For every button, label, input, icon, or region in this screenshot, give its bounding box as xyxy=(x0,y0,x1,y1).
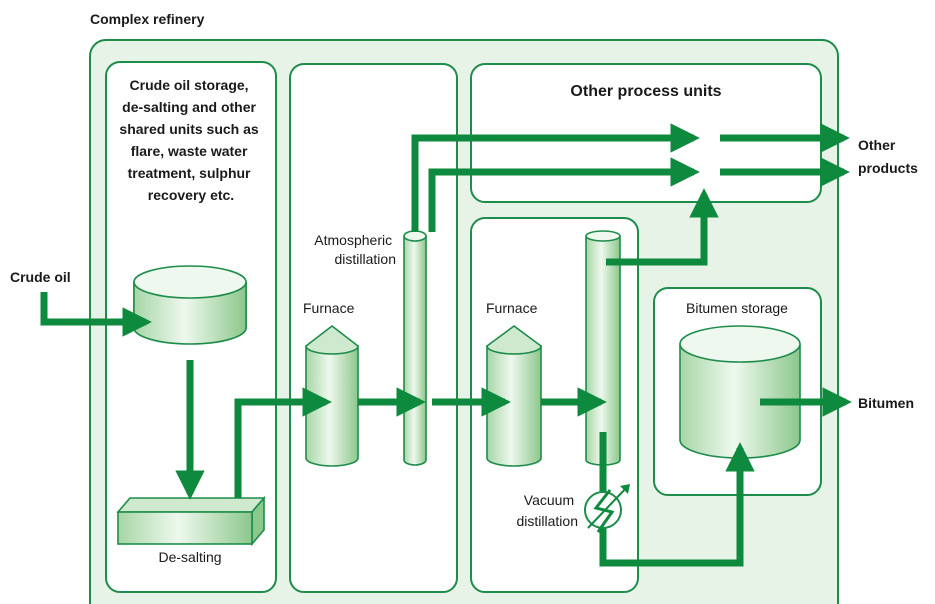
furnace-1 xyxy=(305,324,359,467)
storage-units-label: Crude oil storage, de-salting and other … xyxy=(119,77,262,203)
desalting-to-furnace-arrow xyxy=(234,387,332,498)
diagram-title: Complex refinery xyxy=(90,11,205,27)
furnace-2 xyxy=(486,325,542,467)
vacuum-distillation-label: Vacuum distillation xyxy=(517,492,578,529)
de-salting-unit xyxy=(116,495,266,547)
bitumen-tank xyxy=(679,325,801,459)
vacuum-column xyxy=(585,230,621,466)
furnace-2-label: Furnace xyxy=(486,300,538,316)
atmospheric-distillation-label: Atmospheric distillation xyxy=(314,232,396,267)
furnace-1-label: Furnace xyxy=(303,300,355,316)
other-process-units-label: Other process units xyxy=(570,83,721,100)
atmospheric-mid-arrow xyxy=(428,157,700,232)
atmospheric-box xyxy=(289,63,458,593)
atmospheric-top-arrow xyxy=(411,123,700,232)
crude-oil-inlet-arrow xyxy=(40,292,152,337)
bitumen-label: Bitumen xyxy=(858,395,914,411)
heat-exchanger-icon xyxy=(584,484,630,533)
de-salting-label: De-salting xyxy=(158,549,221,565)
other-products-label: Other products xyxy=(858,137,918,176)
crude-oil-tank xyxy=(133,265,247,345)
vacuum-to-process-arrow xyxy=(606,188,719,266)
bitumen-storage-label: Bitumen storage xyxy=(686,300,788,316)
crude-oil-label: Crude oil xyxy=(10,269,71,285)
atmospheric-column xyxy=(403,230,427,466)
